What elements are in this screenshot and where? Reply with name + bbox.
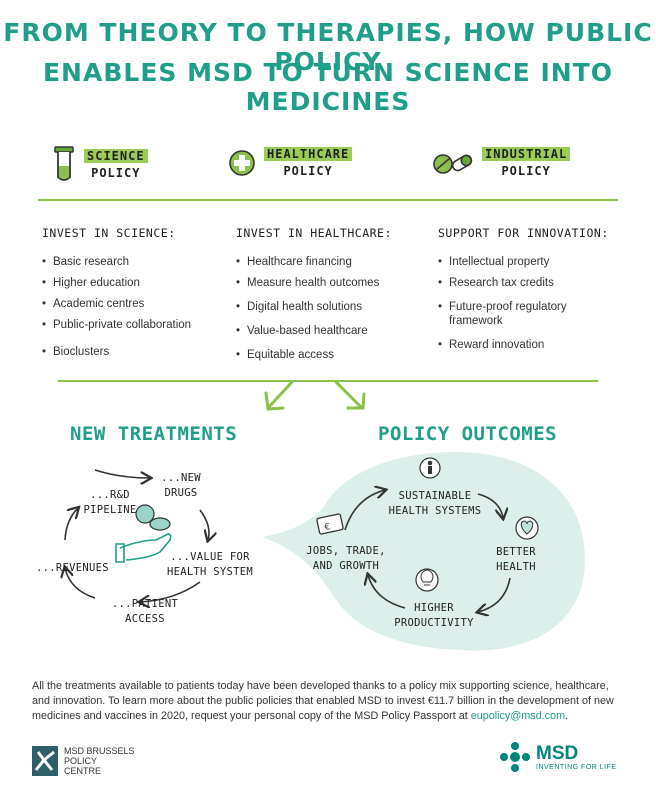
brussels-policy-centre-icon (32, 746, 58, 776)
footer-end: . (565, 710, 569, 722)
list-item: Public-private collaboration (42, 318, 237, 332)
list-item: Value-based healthcare (236, 324, 431, 338)
page-title-line-2: enables MSD to turn science into medicin… (42, 58, 613, 116)
pillar-healthcare-title: Healthcare (264, 147, 353, 161)
person-icon (419, 457, 441, 479)
cycle-rd-pipeline: ...R&D Pipeline (83, 489, 137, 516)
pillar-science-subtitle: Policy (91, 166, 141, 180)
column-science-heading: Invest in science: (42, 226, 176, 240)
policy-outcomes-blob (262, 452, 585, 651)
policy-outcomes-title: Policy outcomes (378, 423, 558, 445)
divider-top (38, 199, 618, 201)
footer-body: All the treatments available to patients… (32, 680, 614, 722)
money-icon: € (316, 513, 344, 535)
heart-icon (515, 516, 539, 540)
column-science: Invest in science: Basic research Higher… (42, 226, 237, 366)
column-industrial-heading: Support for innovation: (438, 226, 609, 240)
column-industrial-list: Intellectual property Research tax credi… (438, 255, 618, 352)
list-item: Future-proof regulatory framework (438, 300, 589, 328)
column-healthcare-heading: Invest in healthcare: (236, 226, 392, 240)
pillar-industrial-subtitle: Policy (501, 164, 551, 178)
logo-line-2: Policy (64, 756, 98, 766)
new-treatments-title: New treatments (70, 423, 238, 445)
outcome-sustainable-health: Sustainable Health Systems (388, 490, 482, 517)
hand-pills-icon (115, 504, 172, 563)
divider-middle (58, 380, 598, 382)
list-item: Healthcare financing (236, 255, 431, 269)
list-item: Intellectual property (438, 255, 618, 269)
msd-logo-name: MSD (536, 742, 579, 764)
msd-brussels-logo: MSD Brussels Policy Centre (32, 746, 135, 776)
pillar-science-title: Science (84, 149, 148, 163)
logo-line-3: Centre (64, 766, 102, 776)
outcome-higher-productivity: Higher Productivity (394, 602, 474, 629)
cycle-revenues: ...Revenues (36, 562, 109, 574)
list-item: Basic research (42, 255, 237, 269)
email-link[interactable]: eupolicy@msd.com (470, 710, 566, 722)
arrow-right-down (334, 380, 366, 410)
cycle-new-drugs: ...New Drugs (161, 472, 201, 499)
msd-logo: MSD Inventing for Life (500, 742, 617, 772)
list-item: Bioclusters (42, 345, 237, 359)
list-item: Research tax credits (438, 276, 618, 290)
logo-line-1: MSD Brussels (64, 746, 135, 756)
column-industrial: Support for innovation: Intellectual pro… (438, 226, 618, 359)
msd-logo-tagline: Inventing for Life (536, 763, 617, 771)
cycle-value-health-system: ...Value for Health System (166, 551, 254, 578)
list-item: Reward innovation (438, 338, 618, 352)
pillar-healthcare-subtitle: Policy (283, 164, 333, 178)
svg-text:€: € (324, 522, 332, 533)
medical-cross-icon (229, 150, 255, 176)
pillar-industrial: Industrial Policy (432, 146, 571, 180)
outcome-cycle-arrows (344, 490, 511, 612)
list-item: Digital health solutions (236, 300, 431, 314)
list-item: Higher education (42, 276, 237, 290)
test-tube-icon (54, 146, 74, 181)
pillar-healthcare: Healthcare Policy (228, 146, 353, 180)
msd-mark-icon (500, 742, 530, 772)
lightbulb-icon (415, 568, 439, 592)
column-science-list: Basic research Higher education Academic… (42, 255, 237, 359)
outcome-jobs-trade-growth: Jobs, Trade, and Growth (306, 545, 386, 572)
page-title-line-1: From theory to therapies, how public pol… (3, 18, 653, 76)
cycle-patient-access: ...Patient Access (111, 598, 179, 625)
treatment-cycle-arrows (65, 469, 209, 602)
list-item: Equitable access (236, 348, 431, 362)
arrow-left-down (264, 380, 294, 411)
list-item: Academic centres (42, 297, 237, 311)
pillar-industrial-title: Industrial (482, 147, 571, 161)
pills-icon (433, 154, 473, 174)
column-healthcare-list: Healthcare financing Measure health outc… (236, 255, 431, 362)
footer-text: All the treatments available to patients… (32, 679, 622, 724)
column-healthcare: Invest in healthcare: Healthcare financi… (236, 226, 431, 369)
list-item: Measure health outcomes (236, 276, 431, 290)
pillar-science: Science Policy (52, 146, 148, 184)
outcome-better-health: Better Health (496, 546, 536, 573)
